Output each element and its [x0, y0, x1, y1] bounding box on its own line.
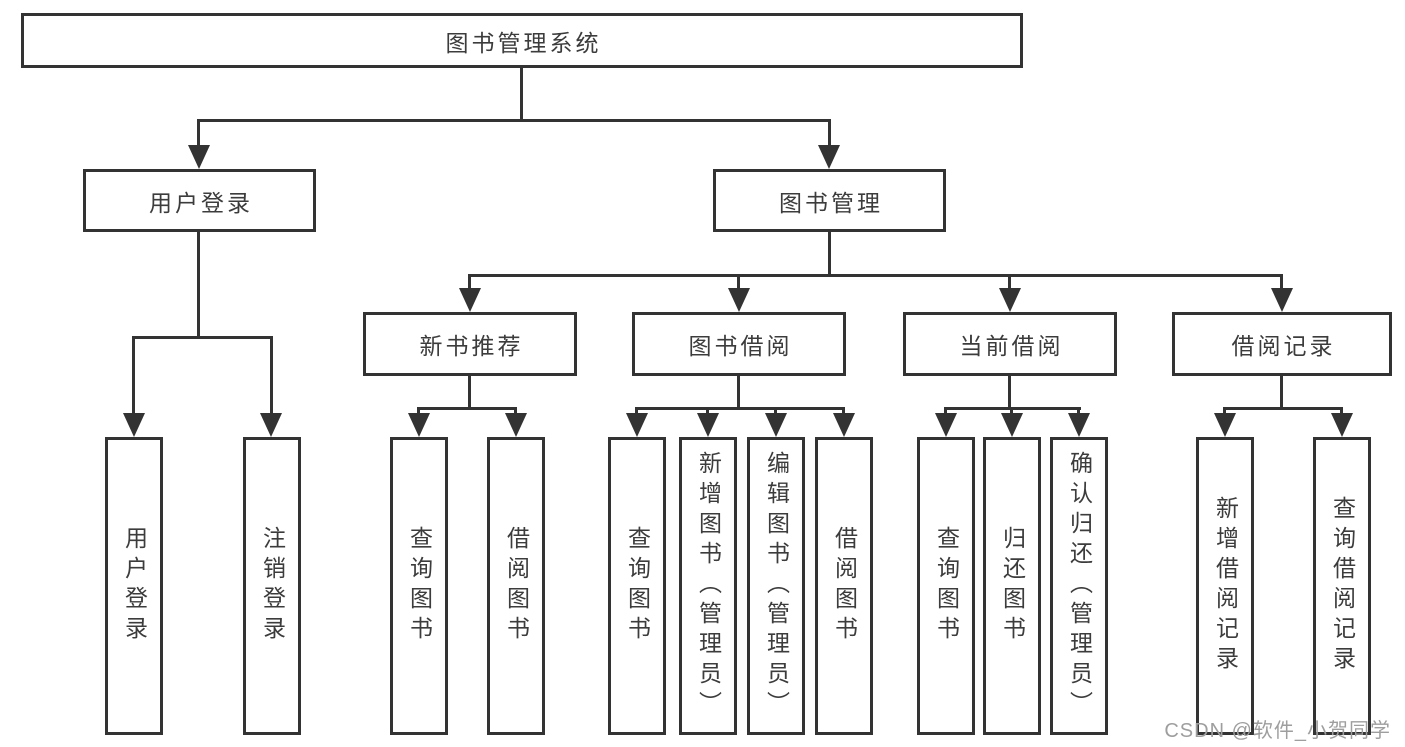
user-login-stem-line [197, 232, 200, 339]
leaf-label: 新增借阅记录 [1212, 496, 1239, 676]
leaf-record-add-record: 新增借阅记录 [1196, 437, 1254, 735]
leaf-label: 新增图书（管理员） [695, 451, 722, 721]
current-borrow-stem-line [1008, 376, 1011, 410]
stub-leaf [842, 407, 845, 413]
arrowhead-to-borrow-record [1271, 288, 1293, 312]
leaf-borrow-add-books-admin: 新增图书（管理员） [679, 437, 737, 735]
leaf-label: 编辑图书（管理员） [763, 451, 790, 721]
new-book-recommend-stem-line [468, 376, 471, 410]
leaf-label: 查询图书 [933, 526, 960, 646]
user-login-rail-line [133, 336, 273, 339]
leaf-borrow-borrow-books: 借阅图书 [815, 437, 873, 735]
stub-to-user-login [197, 119, 200, 145]
leaf-borrow-edit-books-admin: 编辑图书（管理员） [747, 437, 805, 735]
leaf-label: 归还图书 [999, 526, 1026, 646]
leaf-borrow-query-books: 查询图书 [608, 437, 666, 735]
node-new-book-recommend: 新书推荐 [363, 312, 577, 376]
book-management-stem-line [828, 232, 831, 277]
leaf-user-login: 用户登录 [105, 437, 163, 735]
node-label: 用户登录 [149, 189, 253, 216]
stub-leaf [1340, 407, 1343, 413]
leaf-label: 借阅图书 [831, 526, 858, 646]
node-book-borrow: 图书借阅 [632, 312, 846, 376]
node-label: 图书管理系统 [445, 29, 602, 56]
arrowhead-to-leaf-user-login [123, 413, 145, 437]
stub-leaf [417, 407, 420, 413]
arrowhead-to-leaf-logout [260, 413, 282, 437]
node-current-borrow: 当前借阅 [903, 312, 1117, 376]
node-label: 当前借阅 [959, 333, 1064, 359]
arrowhead-to-leaf-current-query [935, 413, 957, 437]
leaf-recommend-borrow-books: 借阅图书 [487, 437, 545, 735]
leaf-label: 用户登录 [121, 526, 148, 646]
stub-to-leaf-user-login [132, 336, 135, 413]
root-stem-line [520, 68, 523, 122]
stub-leaf [1223, 407, 1226, 413]
node-label: 借阅记录 [1231, 333, 1336, 359]
leaf-current-query-books: 查询图书 [917, 437, 975, 735]
leaf-label: 借阅图书 [503, 526, 530, 646]
arrowhead-to-leaf-current-confirm [1068, 413, 1090, 437]
stub-leaf [774, 407, 777, 413]
arrowhead-to-leaf-record-add [1214, 413, 1236, 437]
stub-to-new-book-recommend [468, 274, 471, 288]
arrowhead-to-leaf-recommend-borrow [505, 413, 527, 437]
stub-leaf [944, 407, 947, 413]
stub-to-leaf-logout [270, 336, 273, 413]
leaf-label: 查询图书 [406, 526, 433, 646]
book-borrow-stem-line [737, 376, 740, 410]
stub-to-book-borrow [737, 274, 740, 288]
arrowhead-to-leaf-recommend-query [408, 413, 430, 437]
arrowhead-to-leaf-record-query [1331, 413, 1353, 437]
borrow-record-rail-line [1223, 407, 1343, 410]
new-book-recommend-rail-line [417, 407, 517, 410]
leaf-label: 注销登录 [259, 526, 286, 646]
leaf-label: 查询图书 [624, 526, 651, 646]
node-label: 图书管理 [779, 189, 883, 216]
leaf-logout-login: 注销登录 [243, 437, 301, 735]
arrowhead-to-leaf-borrow-borrow [833, 413, 855, 437]
leaf-label: 查询借阅记录 [1329, 496, 1356, 676]
stub-to-book-management [828, 119, 831, 145]
arrowhead-to-current-borrow [999, 288, 1021, 312]
arrowhead-to-book-management [818, 145, 840, 169]
leaf-label: 确认归还（管理员） [1066, 451, 1093, 721]
level3-rail-line [468, 274, 1283, 277]
arrowhead-to-leaf-borrow-add [697, 413, 719, 437]
node-label: 新书推荐 [419, 333, 524, 359]
leaf-recommend-query-books: 查询图书 [390, 437, 448, 735]
stub-leaf [635, 407, 638, 413]
arrowhead-to-leaf-borrow-query [626, 413, 648, 437]
csdn-watermark: CSDN @软件_小贺同学 [1164, 720, 1391, 742]
stub-to-current-borrow [1008, 274, 1011, 288]
node-user-login: 用户登录 [83, 169, 316, 232]
stub-leaf [1010, 407, 1013, 413]
stub-leaf [706, 407, 709, 413]
stub-leaf [514, 407, 517, 413]
node-label: 图书借阅 [688, 333, 793, 359]
leaf-current-confirm-return-admin: 确认归还（管理员） [1050, 437, 1108, 735]
arrowhead-to-user-login [188, 145, 210, 169]
arrowhead-to-book-borrow [728, 288, 750, 312]
borrow-record-stem-line [1280, 376, 1283, 410]
arrowhead-to-leaf-current-return [1001, 413, 1023, 437]
node-borrow-record: 借阅记录 [1172, 312, 1392, 376]
node-root: 图书管理系统 [21, 13, 1023, 68]
stub-to-borrow-record [1280, 274, 1283, 288]
book-borrow-rail-line [635, 407, 845, 410]
stub-leaf [1077, 407, 1080, 413]
arrowhead-to-leaf-borrow-edit [765, 413, 787, 437]
arrowhead-to-new-book-recommend [459, 288, 481, 312]
level2-rail-line [197, 119, 831, 122]
node-book-management: 图书管理 [713, 169, 946, 232]
leaf-current-return-books: 归还图书 [983, 437, 1041, 735]
leaf-record-query-record: 查询借阅记录 [1313, 437, 1371, 735]
